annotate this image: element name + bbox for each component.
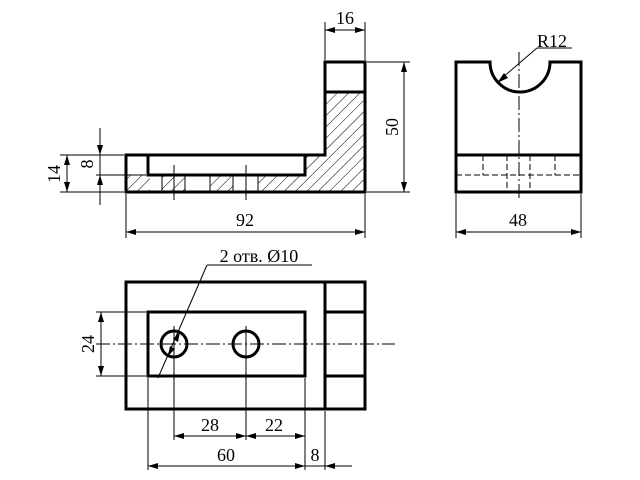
- dim-hole-spacing: 22: [265, 415, 283, 435]
- dim-slot-height: 8: [77, 160, 97, 169]
- front-view: 16 50 14 8 92: [44, 8, 410, 238]
- side-view: R12 48: [454, 31, 583, 238]
- dim-total-length: 92: [236, 210, 254, 230]
- dim-slot-length: 60: [217, 445, 235, 465]
- dim-total-height: 14: [44, 165, 64, 183]
- dim-width: 48: [509, 210, 527, 230]
- dim-slot-width: 24: [78, 335, 98, 353]
- side-outline: [454, 60, 583, 194]
- front-outline: [124, 60, 367, 194]
- dim-hole-offset: 28: [201, 415, 219, 435]
- top-view: 2 отв. Ø10 24 28 22 60 8: [78, 246, 395, 470]
- hole-callout: 2 отв. Ø10: [220, 246, 299, 266]
- dim-top-width: 16: [336, 8, 354, 28]
- dim-height: 50: [382, 118, 402, 136]
- front-slot: [146, 155, 307, 177]
- dim-wall-thickness: 8: [311, 445, 320, 465]
- dim-radius: R12: [537, 31, 567, 51]
